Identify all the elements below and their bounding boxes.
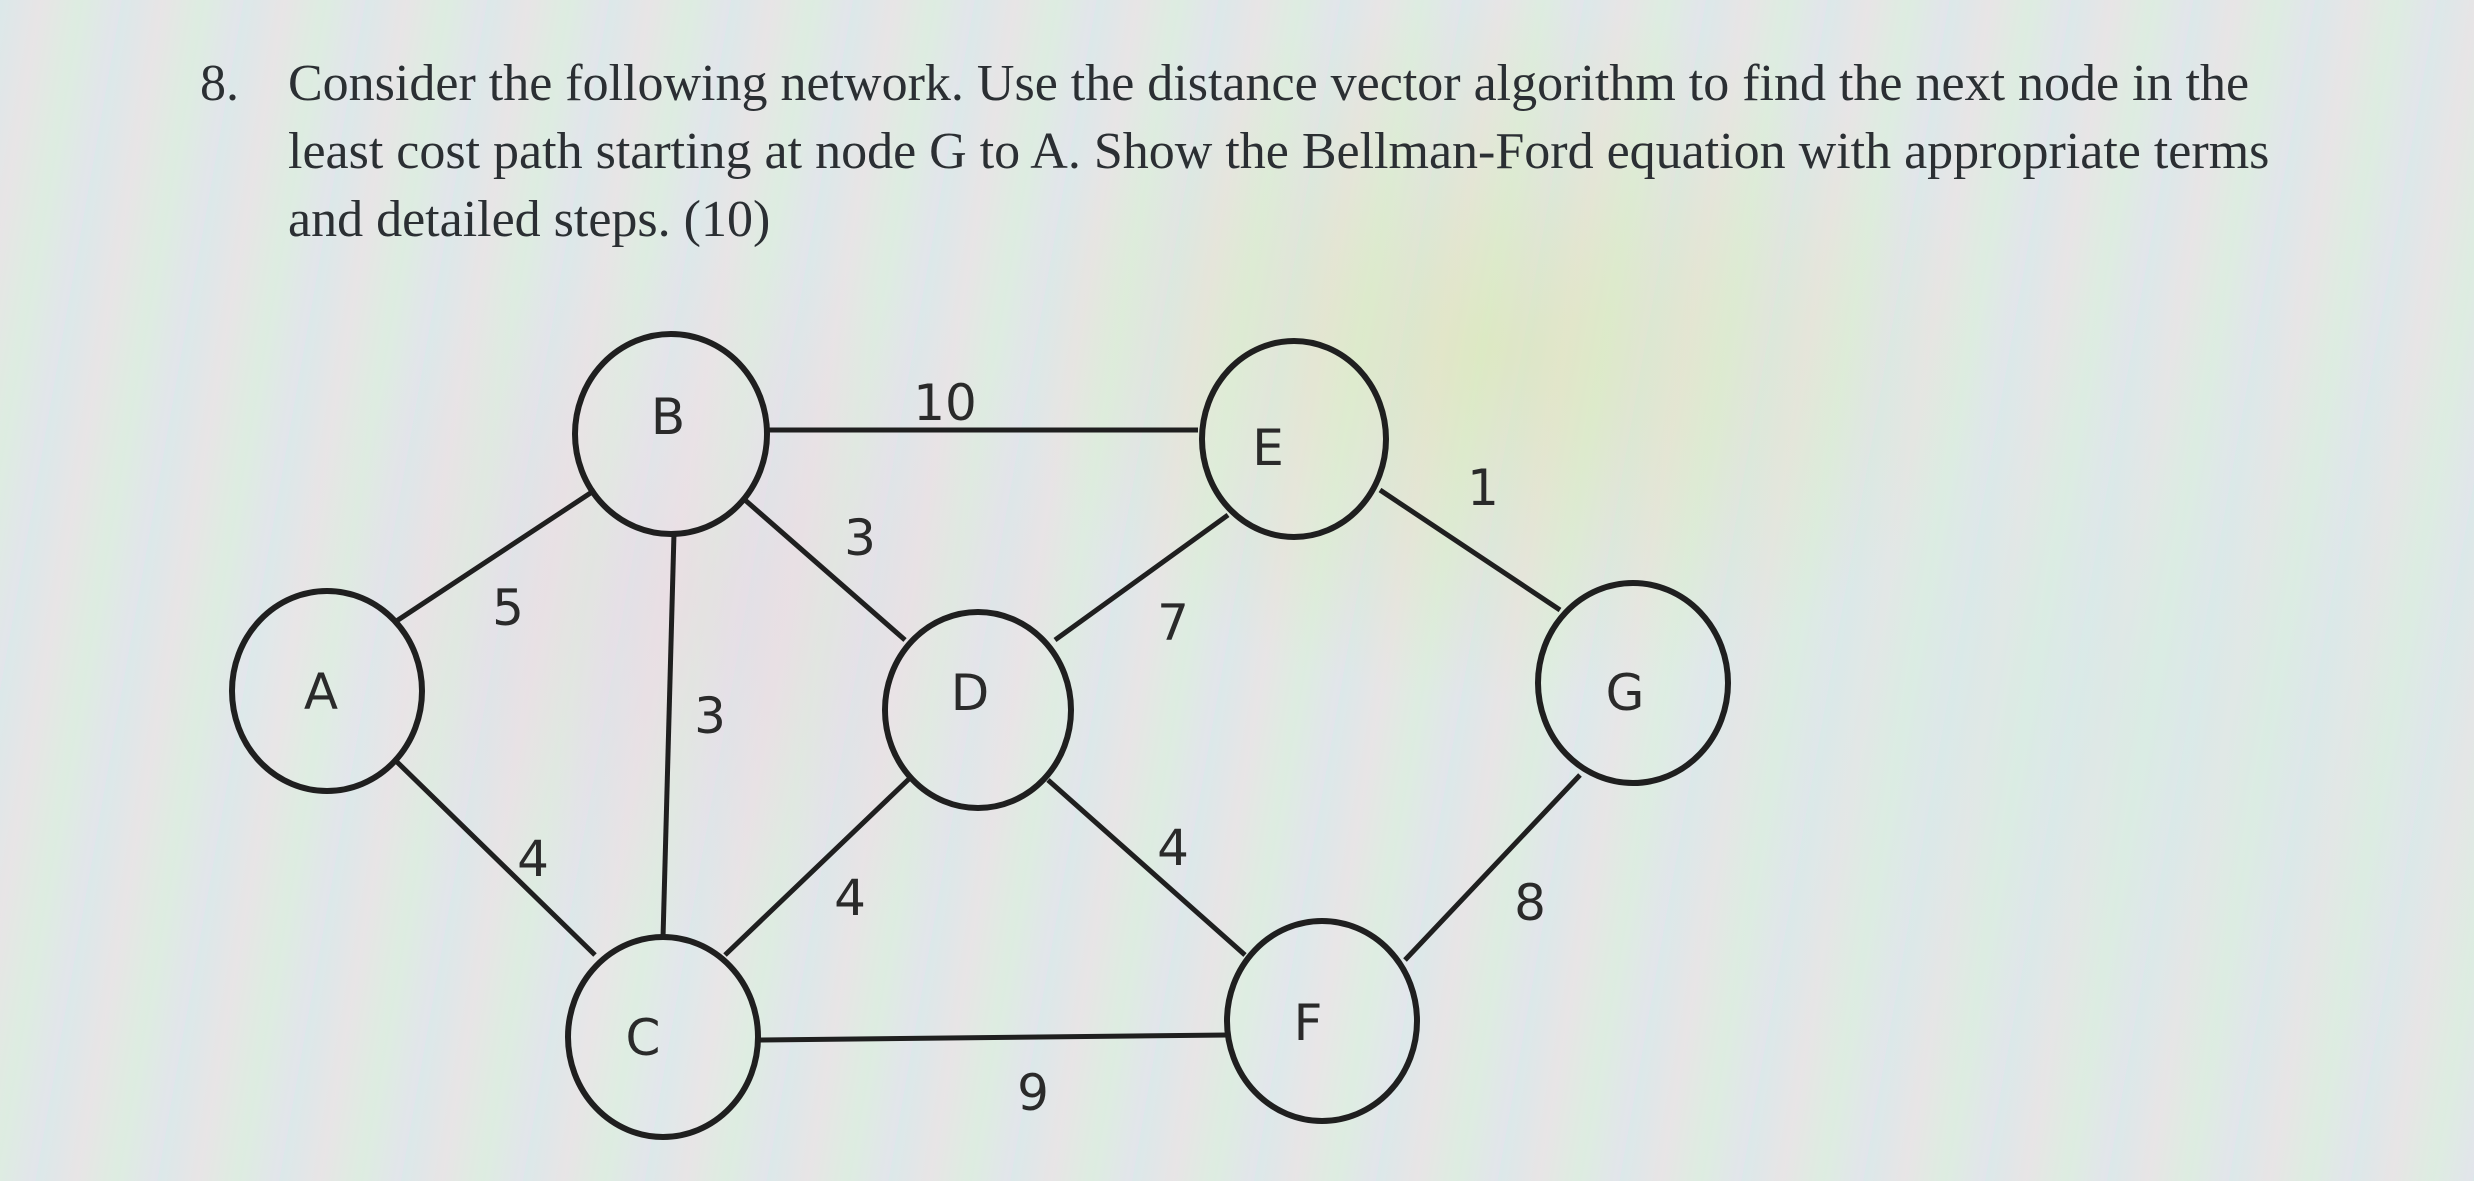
cost-d-e: 7 [1157, 594, 1189, 652]
nodes [229, 331, 1731, 1140]
edge-b-c [660, 532, 677, 939]
edges [393, 427, 1582, 1043]
cost-b-c: 3 [694, 687, 726, 745]
node-d [882, 609, 1074, 811]
edge-a-b [393, 487, 597, 625]
cost-a-b: 5 [492, 579, 524, 637]
edge-c-f [757, 1032, 1229, 1043]
node-labels: A B C D E F G [304, 388, 1644, 1067]
node-g [1535, 580, 1731, 786]
question-number: 8. [200, 55, 239, 112]
node-c [565, 934, 761, 1140]
node-label-g: G [1606, 664, 1645, 722]
edge-costs: 5 4 10 3 3 7 4 4 9 1 8 [492, 374, 1546, 1122]
edge-e-g [1378, 487, 1562, 613]
node-label-c: C [626, 1009, 661, 1067]
cost-d-f: 4 [1157, 819, 1189, 877]
cost-c-f: 9 [1017, 1064, 1049, 1122]
node-label-a: A [304, 663, 338, 721]
edge-c-d [723, 776, 912, 957]
node-label-f: F [1294, 994, 1323, 1052]
edge-a-c [393, 758, 597, 957]
node-label-d: D [951, 664, 990, 722]
edge-f-g [1403, 773, 1582, 962]
node-e [1199, 338, 1389, 540]
node-label-b: B [651, 388, 685, 446]
cost-a-c: 4 [517, 830, 549, 888]
cost-e-g: 1 [1467, 459, 1499, 517]
edge-d-f [1046, 778, 1247, 957]
cost-f-g: 8 [1514, 874, 1546, 932]
cost-b-e: 10 [913, 374, 977, 432]
node-label-e: E [1252, 419, 1284, 477]
cost-c-d: 4 [834, 869, 866, 927]
node-a [229, 588, 425, 794]
edge-d-e [1053, 512, 1230, 643]
question-text: Consider the following network. Use the … [288, 55, 2270, 248]
node-b [572, 331, 770, 537]
edge-b-d [743, 498, 907, 642]
cost-b-d: 3 [844, 509, 876, 567]
node-f [1224, 918, 1420, 1124]
